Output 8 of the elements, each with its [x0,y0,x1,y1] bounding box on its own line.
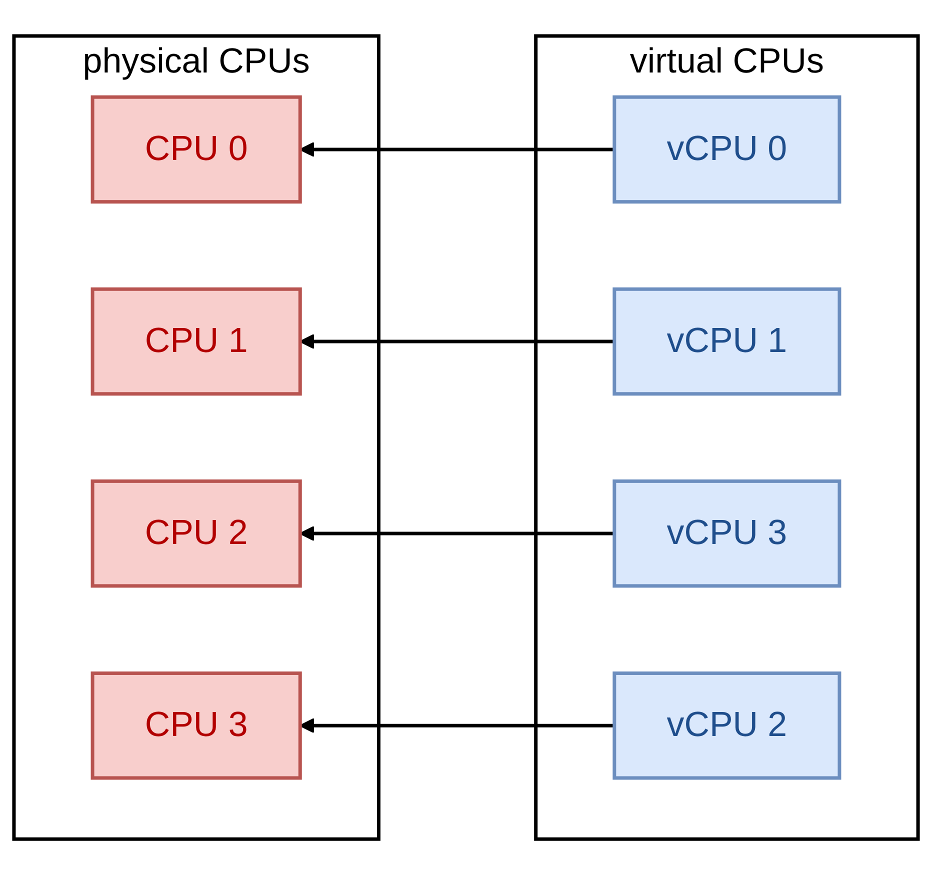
node-box: vCPU 0 [612,96,842,204]
node-box: CPU 2 [90,480,302,588]
node-box: vCPU 2 [612,672,842,780]
node-box: CPU 3 [90,672,302,780]
node-box: vCPU 1 [612,288,842,396]
node-box: CPU 1 [90,288,302,396]
node-box: CPU 0 [90,96,302,204]
node-box: vCPU 3 [612,480,842,588]
